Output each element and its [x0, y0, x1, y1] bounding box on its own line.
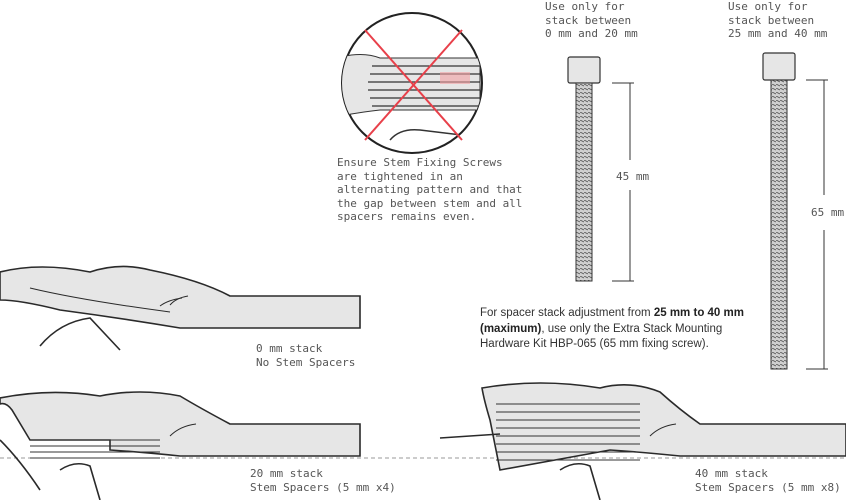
zero-stack-label: 0 mm stack No Stem Spacers — [256, 342, 355, 369]
forty-stack-title: 40 mm stack — [695, 467, 768, 480]
long-screw-caption: Use only for stack between 25 mm and 40 … — [728, 0, 827, 41]
twenty-stack-subtitle: Stem Spacers (5 mm x4) — [250, 480, 396, 494]
cross-line-2 — [364, 29, 463, 141]
short-screw-length: 45 mm — [616, 170, 649, 183]
twenty-stack-label: 20 mm stack Stem Spacers (5 mm x4) — [250, 467, 396, 494]
stem-zero-stack — [0, 265, 361, 351]
forty-stack-label: 40 mm stack Stem Spacers (5 mm x8) — [695, 467, 841, 494]
long-screw-length: 65 mm — [811, 206, 844, 219]
short-caption-line-1: Use only for — [545, 0, 625, 13]
warning-line-2: are tightened in an — [337, 169, 463, 183]
zero-stack-subtitle: No Stem Spacers — [256, 355, 356, 369]
zero-stack-title: 0 mm stack — [256, 342, 323, 355]
adjust-bold-2: to 40 mm (maximum) — [480, 307, 744, 335]
detail-circle — [341, 12, 483, 154]
long-caption-line-1: Use only for — [728, 0, 808, 13]
adjust-prefix: For spacer stack adjustment from — [480, 307, 654, 319]
short-caption-line-3: 0 mm and 20 mm — [545, 27, 638, 40]
warning-line-5: spacers remains even. — [337, 210, 477, 223]
short-screw — [567, 56, 634, 282]
long-caption-line-2: stack between — [728, 13, 815, 27]
long-caption-line-3: 25 mm and 40 mm — [728, 27, 828, 40]
forty-stack-subtitle: Stem Spacers (5 mm x8) — [695, 480, 841, 494]
stem-forty-stack — [439, 382, 846, 500]
long-screw — [762, 52, 828, 370]
adjust-suffix: , use only the Extra Stack Mounting Hard… — [480, 322, 723, 351]
twenty-stack-title: 20 mm stack — [250, 467, 323, 480]
adjust-bold-1: 25 mm — [653, 307, 691, 319]
stem-twenty-stack — [0, 391, 361, 500]
adjustment-note: For spacer stack adjustment from 25 mm t… — [480, 306, 745, 353]
warning-line-1: Ensure Stem Fixing Screws — [337, 156, 503, 169]
warning-line-3: alternating pattern and that — [337, 183, 523, 196]
short-screw-caption: Use only for stack between 0 mm and 20 m… — [545, 0, 638, 41]
short-caption-line-2: stack between — [545, 13, 632, 27]
warning-line-4: the gap between stem and all — [337, 196, 523, 210]
warning-note: Ensure Stem Fixing Screws are tightened … — [337, 156, 522, 224]
